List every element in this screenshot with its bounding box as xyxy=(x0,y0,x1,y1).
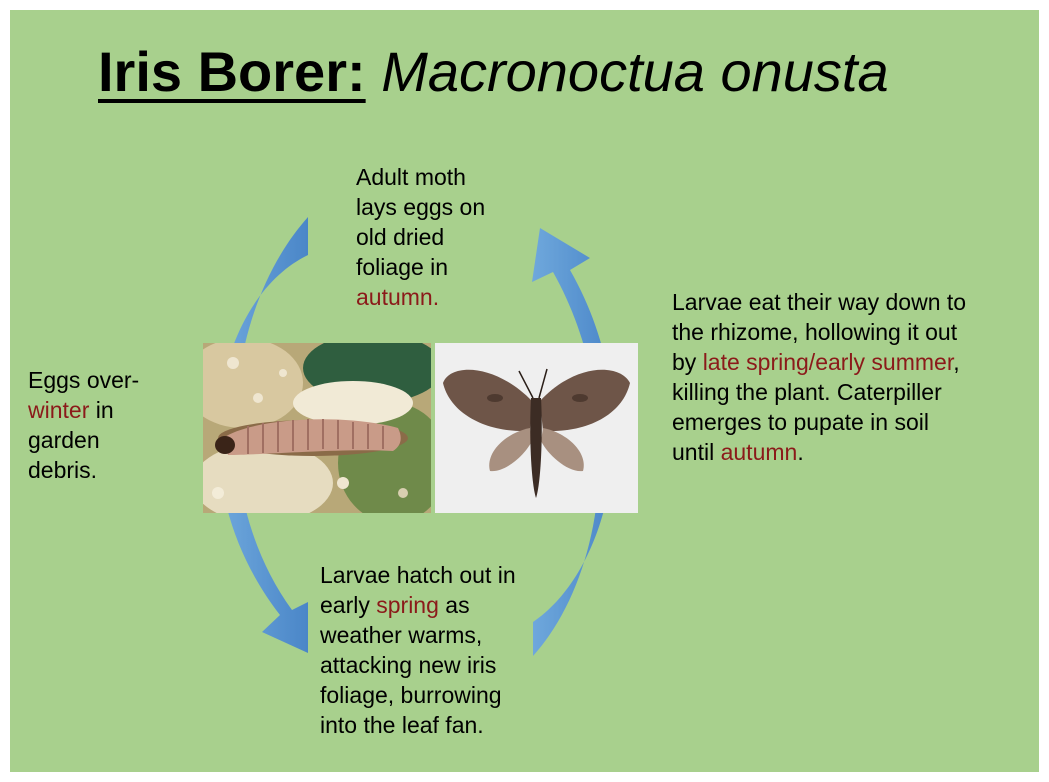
eggs-line: garden xyxy=(28,425,139,455)
hatch-line: weather warms, xyxy=(320,620,516,650)
larva-photo xyxy=(203,343,431,513)
larvae-line: by late spring/early summer, xyxy=(672,347,966,377)
adult-line: Adult moth xyxy=(356,162,485,192)
hatch-line: early spring as xyxy=(320,590,516,620)
moth-photo xyxy=(435,343,638,513)
eggs-season: winter xyxy=(28,397,89,423)
slide: Iris Borer: Macronoctua onusta xyxy=(10,10,1039,772)
stage-eggs-text: Eggs over- winter in garden debris. xyxy=(28,365,139,485)
larvae-line: killing the plant. Caterpiller xyxy=(672,377,966,407)
stage-hatch-text: Larvae hatch out in early spring as weat… xyxy=(320,560,516,740)
larvae-line: Larvae eat their way down to xyxy=(672,287,966,317)
hatch-post: as xyxy=(439,592,470,618)
larvae-season2: autumn xyxy=(721,439,798,465)
hatch-line: attacking new iris xyxy=(320,650,516,680)
larvae-pre: by xyxy=(672,349,703,375)
hatch-pre: early xyxy=(320,592,376,618)
larvae-season: late spring/early summer xyxy=(703,349,954,375)
eggs-line: Eggs over- xyxy=(28,365,139,395)
eggs-line: winter in xyxy=(28,395,139,425)
adult-season: autumn. xyxy=(356,282,485,312)
hatch-line: into the leaf fan. xyxy=(320,710,516,740)
adult-line: lays eggs on xyxy=(356,192,485,222)
larvae-line: the rhizome, hollowing it out xyxy=(672,317,966,347)
larvae-post2: . xyxy=(797,439,803,465)
hatch-line: Larvae hatch out in xyxy=(320,560,516,590)
eggs-line: debris. xyxy=(28,455,139,485)
larvae-line: emerges to pupate in soil xyxy=(672,407,966,437)
eggs-line-rest: in xyxy=(89,397,113,423)
larvae-post: , xyxy=(953,349,959,375)
adult-line: foliage in xyxy=(356,252,485,282)
hatch-line: foliage, burrowing xyxy=(320,680,516,710)
adult-line: old dried xyxy=(356,222,485,252)
stage-larvae-text: Larvae eat their way down to the rhizome… xyxy=(672,287,966,467)
larvae-pre2: until xyxy=(672,439,721,465)
hatch-season: spring xyxy=(376,592,439,618)
larvae-line: until autumn. xyxy=(672,437,966,467)
stage-adult-text: Adult moth lays eggs on old dried foliag… xyxy=(356,162,485,312)
